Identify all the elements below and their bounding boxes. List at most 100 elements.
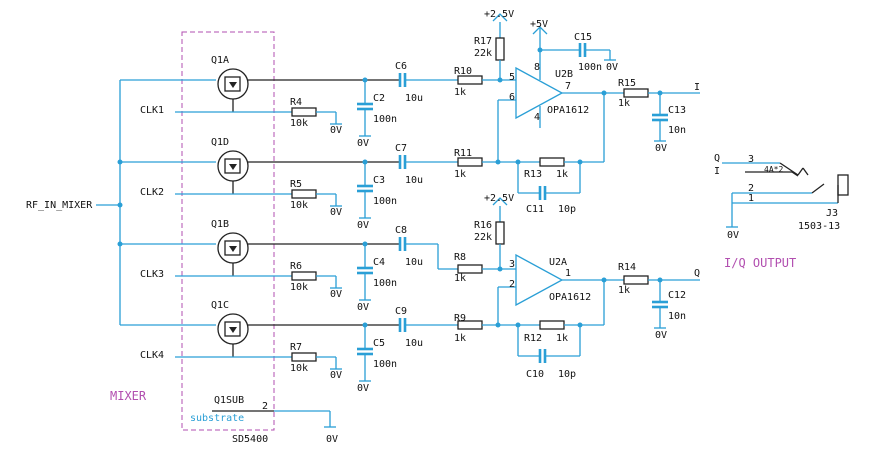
u2a-pin-out: 1 bbox=[565, 268, 571, 279]
io-output-title: I/Q OUTPUT bbox=[724, 256, 796, 270]
j3-pin-1: 1 bbox=[748, 193, 754, 204]
c12-ref: C12 bbox=[668, 290, 686, 301]
opamp-u2a bbox=[515, 253, 564, 307]
r6-value: 10k bbox=[290, 282, 308, 293]
mixer-channel-1 bbox=[175, 68, 458, 137]
mixer-title: MIXER bbox=[110, 389, 147, 403]
connector-j3 bbox=[722, 162, 849, 228]
resistor-r11 bbox=[457, 157, 483, 167]
r10-ref: R10 bbox=[454, 66, 472, 77]
net-i-label: I bbox=[694, 82, 700, 93]
substrate-ground-label: 0V bbox=[326, 434, 338, 445]
r5-ref: R5 bbox=[290, 179, 302, 190]
mixer-channel-3 bbox=[175, 232, 458, 301]
c3-value: 100n bbox=[373, 196, 397, 207]
u2b-pin-plus: 5 bbox=[509, 72, 515, 83]
c5-ref: C5 bbox=[373, 338, 385, 349]
clk3-label: CLK3 bbox=[140, 269, 164, 280]
c13-value: 10n bbox=[668, 125, 686, 136]
c15-ground-label: 0V bbox=[606, 62, 618, 73]
clk2-label: CLK2 bbox=[140, 187, 164, 198]
c15-value: 100n bbox=[578, 62, 602, 73]
c6-value: 10u bbox=[405, 93, 423, 104]
u2b-pin-out: 7 bbox=[565, 81, 571, 92]
mixer-part-number: SD5400 bbox=[232, 434, 268, 445]
r7-ref: R7 bbox=[290, 342, 302, 353]
r13-ref: R13 bbox=[524, 169, 542, 180]
r11-value: 1k bbox=[454, 169, 466, 180]
amp-bottom-circuit bbox=[457, 197, 700, 363]
r9-ref: R9 bbox=[454, 313, 466, 324]
rf-input-label: RF_IN_MIXER bbox=[26, 200, 93, 211]
c5-value: 100n bbox=[373, 359, 397, 370]
resistor-r16 bbox=[495, 221, 505, 245]
j3-type-label: 4A*2 bbox=[764, 165, 783, 174]
c2-ref: C2 bbox=[373, 93, 385, 104]
resistor-r13 bbox=[539, 157, 565, 167]
resistor-r14 bbox=[623, 275, 649, 285]
r8-value: 1k bbox=[454, 273, 466, 284]
j3-ground-label: 0V bbox=[727, 230, 739, 241]
fet-q1a-label: Q1A bbox=[211, 55, 229, 66]
c8-ref: C8 bbox=[395, 225, 407, 236]
fet-q1b-label: Q1B bbox=[211, 219, 229, 230]
u2a-part: OPA1612 bbox=[549, 292, 591, 303]
r14-ref: R14 bbox=[618, 262, 636, 273]
u2a-pin-plus: 3 bbox=[509, 259, 515, 270]
r16-value: 22k bbox=[474, 232, 492, 243]
r7-ground-label: 0V bbox=[330, 370, 342, 381]
r6-ref: R6 bbox=[290, 261, 302, 272]
j3-net-q-label: Q bbox=[714, 153, 720, 164]
resistor-r17 bbox=[495, 37, 505, 61]
resistor-r12 bbox=[539, 320, 565, 330]
amp-top-circuit bbox=[457, 13, 700, 200]
c4-ground-label: 0V bbox=[357, 302, 369, 313]
c2-value: 100n bbox=[373, 114, 397, 125]
c7-value: 10u bbox=[405, 175, 423, 186]
c8-value: 10u bbox=[405, 257, 423, 268]
u2b-pin-vcc: 8 bbox=[534, 62, 540, 73]
r6-ground-label: 0V bbox=[330, 289, 342, 300]
fet-q1d-label: Q1D bbox=[211, 137, 229, 148]
j3-pin-3: 3 bbox=[748, 154, 754, 165]
c10-value: 10p bbox=[558, 369, 576, 380]
resistor-r7 bbox=[291, 352, 317, 362]
r15-value: 1k bbox=[618, 98, 630, 109]
r16-ref: R16 bbox=[474, 220, 492, 231]
net-q-label: Q bbox=[694, 268, 700, 279]
r12-value: 1k bbox=[556, 333, 568, 344]
c11-value: 10p bbox=[558, 204, 576, 215]
mixer-channel-4 bbox=[175, 313, 458, 382]
c4-value: 100n bbox=[373, 278, 397, 289]
r12-ref: R12 bbox=[524, 333, 542, 344]
mixer-boundary bbox=[181, 31, 275, 431]
c9-value: 10u bbox=[405, 338, 423, 349]
opamp-u2b bbox=[515, 66, 564, 120]
r11-ref: R11 bbox=[454, 148, 472, 159]
c5-ground-label: 0V bbox=[357, 383, 369, 394]
u2b-pin-vee: 4 bbox=[534, 112, 540, 123]
u2a-bias-rail-label: +2.5V bbox=[484, 193, 514, 204]
c3-ground-label: 0V bbox=[357, 220, 369, 231]
clk1-label: CLK1 bbox=[140, 105, 164, 116]
j3-ref: J3 bbox=[826, 208, 838, 219]
rf-input-bus bbox=[96, 79, 216, 326]
r4-value: 10k bbox=[290, 118, 308, 129]
u2b-part: OPA1612 bbox=[547, 105, 589, 116]
r14-value: 1k bbox=[618, 285, 630, 296]
u2a-ref: U2A bbox=[549, 257, 567, 268]
fet-q1c-label: Q1C bbox=[211, 300, 229, 311]
c9-ref: C9 bbox=[395, 306, 407, 317]
c15-ref: C15 bbox=[574, 32, 592, 43]
r15-ref: R15 bbox=[618, 78, 636, 89]
j3-part: 1503-13 bbox=[798, 221, 840, 232]
c2-ground-label: 0V bbox=[357, 138, 369, 149]
c12-ground-label: 0V bbox=[655, 330, 667, 341]
u2b-pin-minus: 6 bbox=[509, 92, 515, 103]
resistor-r15 bbox=[623, 88, 649, 98]
clk4-label: CLK4 bbox=[140, 350, 164, 361]
r13-value: 1k bbox=[556, 169, 568, 180]
c4-ref: C4 bbox=[373, 257, 385, 268]
substrate-label: substrate bbox=[190, 413, 244, 424]
